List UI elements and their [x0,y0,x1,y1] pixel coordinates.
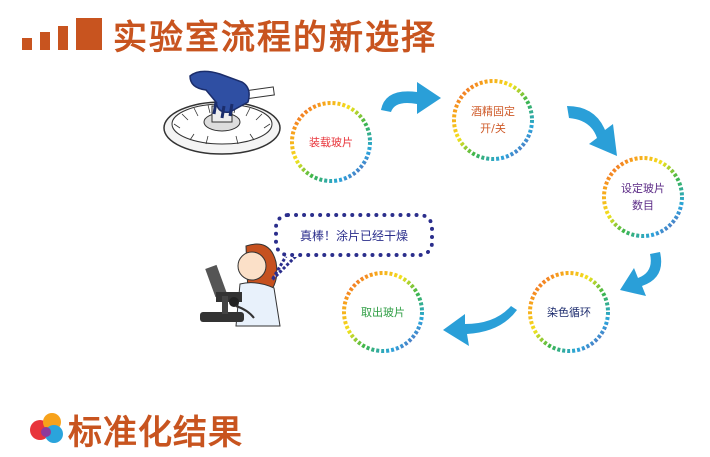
step-alcohol-fix: 酒精固定 开/关 [451,78,535,162]
step-label: 设定玻片 [621,182,665,195]
step-label: 取出玻片 [361,305,405,319]
step-remove-slides: 取出玻片 [341,270,425,354]
scientist-microscope-illustration [200,243,281,327]
arrow-down-left-icon [620,252,662,296]
step-label: 装载玻片 [309,135,353,149]
arrow-left-icon [443,306,517,346]
speech-bubble: 真棒！涂片已经干燥 [274,213,434,257]
step-label-sub: 数目 [632,199,654,212]
slide-tray-illustration [163,70,281,155]
speech-bubble-text: 真棒！涂片已经干燥 [299,228,408,243]
rainbow-ring-icon [602,156,684,238]
step-stain-cycle: 染色循环 [527,270,611,354]
step-load-slides: 装载玻片 [289,100,373,184]
color-dots-icon [30,413,63,443]
title-bars-icon [22,18,102,50]
step-label: 染色循环 [547,305,591,319]
rainbow-ring-icon [528,271,610,353]
rainbow-ring-icon [452,79,534,161]
rainbow-ring-icon [342,271,424,353]
page-title: 实验室流程的新选择 [113,18,437,58]
step-label: 酒精固定 [471,105,515,118]
arrow-right-icon [381,82,441,114]
step-set-slide-count: 设定玻片 数目 [601,155,685,239]
step-label-sub: 开/关 [480,122,506,135]
rainbow-ring-icon [290,101,372,183]
arrow-down-right-icon [567,106,617,156]
result-heading: 标准化结果 [68,413,243,453]
